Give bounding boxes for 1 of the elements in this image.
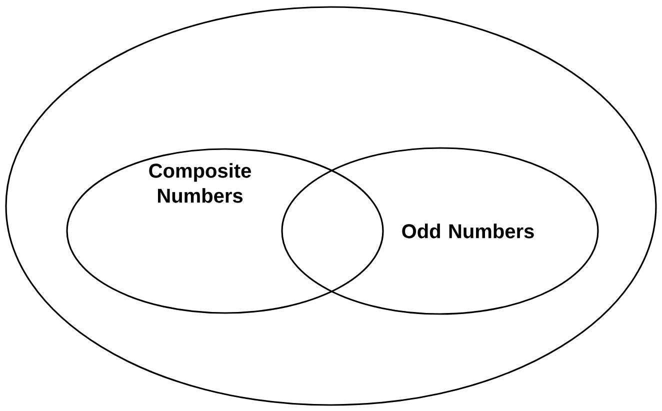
universal-set-ellipse [5,6,657,406]
